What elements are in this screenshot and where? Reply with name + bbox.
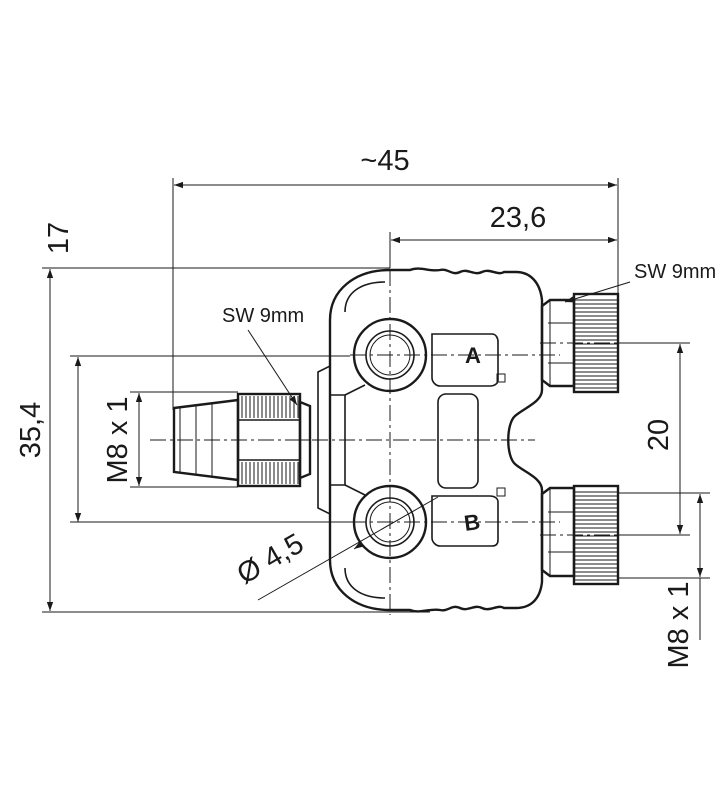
outlet-connector-b: [540, 484, 620, 586]
dim-outlet-thread: M8 x 1: [663, 581, 695, 668]
center-lines: [150, 270, 640, 615]
dim-overall-height: 35,4: [15, 402, 47, 458]
callout-wrench-outlet: SW 9mm: [634, 261, 716, 283]
inlet-connector: [172, 392, 312, 488]
dim-overall-width: ~45: [360, 145, 409, 177]
mounting-hole-b: [352, 484, 428, 560]
dimension-lines: [42, 178, 710, 640]
dim-inlet-thread: M8 x 1: [102, 396, 134, 483]
outlet-connector-a: [540, 292, 620, 394]
dim-hole-diameter: Ø 4,5: [232, 528, 309, 591]
dim-top-offset: 17: [43, 222, 75, 254]
callout-wrench-inlet: SW 9mm: [222, 305, 304, 327]
dim-outlet-offset: 23,6: [490, 202, 546, 234]
port-label-a: A: [465, 343, 481, 368]
port-label-b: B: [462, 509, 481, 536]
mounting-hole-a: [352, 317, 428, 393]
dim-outlet-pitch: 20: [643, 419, 675, 451]
splitter-body: [317, 267, 544, 613]
